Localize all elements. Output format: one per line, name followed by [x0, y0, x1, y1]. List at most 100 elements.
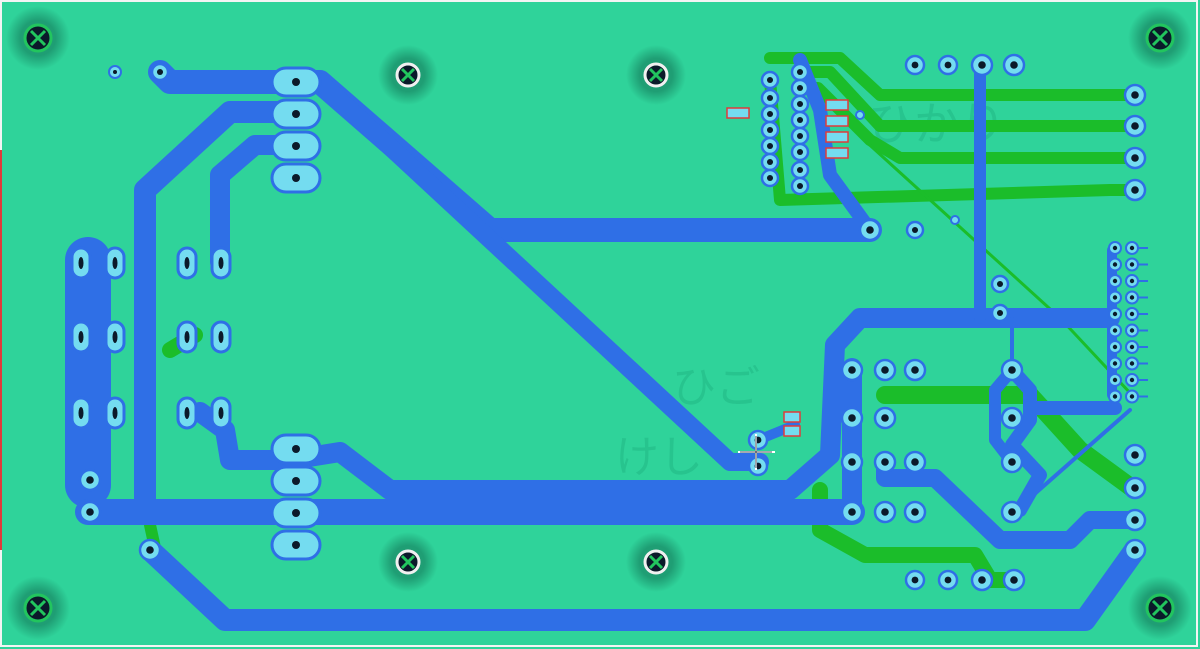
through-hole-pad[interactable]: [905, 220, 925, 240]
oval-pad[interactable]: [176, 320, 198, 354]
through-hole-pad[interactable]: [903, 500, 927, 524]
through-hole-pad[interactable]: [1123, 178, 1147, 202]
through-hole-pad[interactable]: [790, 78, 810, 98]
through-hole-pad[interactable]: [760, 152, 780, 172]
header-pin[interactable]: [1108, 356, 1122, 371]
oval-pad[interactable]: [270, 529, 322, 561]
through-hole-pad[interactable]: [1123, 538, 1147, 562]
header-pin[interactable]: [1125, 389, 1139, 404]
mounting-hole[interactable]: [1128, 576, 1192, 640]
through-hole-pad[interactable]: [840, 450, 864, 474]
through-hole-pad[interactable]: [790, 160, 810, 180]
through-hole-pad[interactable]: [1123, 476, 1147, 500]
through-hole-pad[interactable]: [1123, 443, 1147, 467]
through-hole-pad[interactable]: [1123, 508, 1147, 532]
through-hole-pad[interactable]: [970, 568, 994, 592]
oval-pad[interactable]: [70, 246, 92, 280]
through-hole-pad[interactable]: [904, 569, 926, 591]
through-hole-pad[interactable]: [1123, 146, 1147, 170]
through-hole-pad[interactable]: [903, 358, 927, 382]
header-pin[interactable]: [1125, 274, 1139, 288]
through-hole-pad[interactable]: [790, 142, 810, 162]
oval-pad[interactable]: [176, 246, 198, 280]
through-hole-pad[interactable]: [904, 54, 926, 76]
oval-pad[interactable]: [210, 320, 232, 354]
smd-capacitor[interactable]: [783, 411, 801, 423]
header-pin[interactable]: [1125, 241, 1139, 255]
oval-pad[interactable]: [70, 396, 92, 430]
oval-pad[interactable]: [104, 246, 126, 280]
through-hole-pad[interactable]: [1002, 568, 1026, 592]
mounting-hole[interactable]: [626, 45, 686, 105]
mounting-hole[interactable]: [378, 45, 438, 105]
header-pin[interactable]: [1125, 340, 1139, 354]
through-hole-pad[interactable]: [840, 358, 864, 382]
smd-resistor[interactable]: [726, 107, 750, 119]
through-hole-pad[interactable]: [858, 218, 882, 242]
through-hole-pad[interactable]: [1123, 83, 1147, 107]
through-hole-pad[interactable]: [760, 70, 780, 90]
through-hole-pad[interactable]: [1123, 114, 1147, 138]
through-hole-pad[interactable]: [873, 406, 897, 430]
oval-pad[interactable]: [210, 246, 232, 280]
through-hole-pad[interactable]: [840, 406, 864, 430]
oval-pad[interactable]: [176, 396, 198, 430]
through-hole-pad[interactable]: [937, 54, 959, 76]
header-pin[interactable]: [1108, 389, 1122, 404]
mounting-hole[interactable]: [6, 576, 70, 640]
header-pin[interactable]: [1125, 356, 1139, 371]
through-hole-pad[interactable]: [1000, 406, 1024, 430]
oval-pad[interactable]: [270, 66, 322, 98]
mounting-hole[interactable]: [1128, 6, 1192, 70]
through-hole-pad[interactable]: [78, 500, 102, 524]
through-hole-pad[interactable]: [1000, 450, 1024, 474]
oval-pad[interactable]: [104, 320, 126, 354]
through-hole-pad[interactable]: [760, 168, 780, 188]
through-hole-pad[interactable]: [1002, 53, 1026, 77]
through-hole-pad[interactable]: [150, 62, 170, 82]
through-hole-pad[interactable]: [138, 538, 162, 562]
through-hole-pad[interactable]: [990, 274, 1010, 294]
header-pin[interactable]: [1108, 257, 1122, 272]
oval-pad[interactable]: [70, 320, 92, 354]
via[interactable]: [950, 215, 960, 225]
oval-pad[interactable]: [270, 497, 322, 529]
through-hole-pad[interactable]: [790, 176, 810, 196]
header-pin[interactable]: [1108, 340, 1122, 354]
through-hole-pad[interactable]: [78, 468, 102, 492]
through-hole-pad[interactable]: [760, 120, 780, 140]
oval-pad[interactable]: [270, 433, 322, 465]
via[interactable]: [855, 110, 865, 120]
through-hole-pad[interactable]: [937, 569, 959, 591]
through-hole-pad[interactable]: [970, 53, 994, 77]
header-pin[interactable]: [1125, 307, 1139, 321]
through-hole-pad[interactable]: [760, 88, 780, 108]
through-hole-pad[interactable]: [1000, 500, 1024, 524]
smd-resistor[interactable]: [825, 131, 849, 143]
through-hole-pad[interactable]: [903, 450, 927, 474]
header-pin[interactable]: [1108, 323, 1122, 338]
header-pin[interactable]: [1108, 274, 1122, 288]
oval-pad[interactable]: [270, 162, 322, 194]
header-pin[interactable]: [1125, 290, 1139, 305]
oval-pad[interactable]: [210, 396, 232, 430]
through-hole-pad[interactable]: [790, 62, 810, 82]
through-hole-pad[interactable]: [1000, 358, 1024, 382]
header-pin[interactable]: [1125, 373, 1139, 387]
header-pin[interactable]: [1108, 307, 1122, 321]
smd-resistor[interactable]: [825, 99, 849, 111]
mounting-hole[interactable]: [6, 6, 70, 70]
oval-pad[interactable]: [270, 98, 322, 130]
oval-pad[interactable]: [270, 130, 322, 162]
oval-pad[interactable]: [104, 396, 126, 430]
header-pin[interactable]: [1108, 290, 1122, 305]
through-hole-pad[interactable]: [873, 358, 897, 382]
mounting-hole[interactable]: [626, 532, 686, 592]
through-hole-pad[interactable]: [873, 450, 897, 474]
through-hole-pad[interactable]: [760, 104, 780, 124]
smd-resistor[interactable]: [825, 115, 849, 127]
smd-resistor[interactable]: [825, 147, 849, 159]
through-hole-pad[interactable]: [747, 429, 769, 451]
